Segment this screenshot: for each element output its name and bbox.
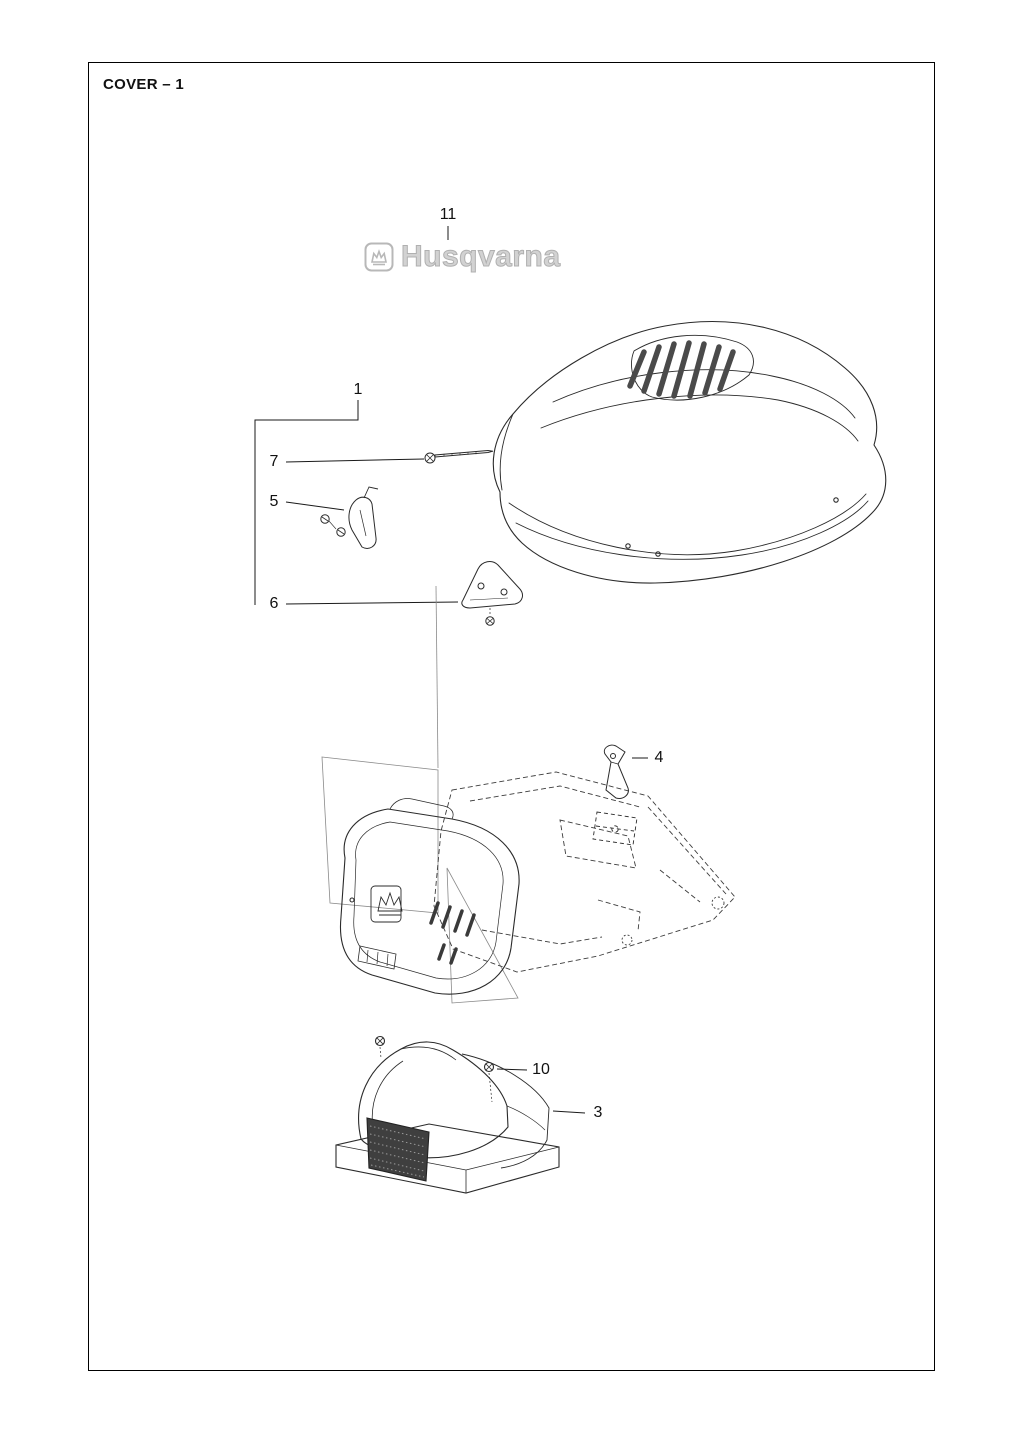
callout-6: 6 — [269, 595, 279, 612]
callout-10: 10 — [532, 1061, 550, 1078]
grille-texture — [369, 1125, 427, 1178]
husqvarna-logo: Husqvarna — [364, 240, 561, 274]
callout-4: 4 — [654, 749, 664, 766]
bottom-cover-part-3 — [335, 1035, 560, 1194]
top-grille-bars — [627, 340, 736, 399]
bracket-part-5 — [320, 486, 379, 549]
callout-3: 3 — [593, 1104, 603, 1121]
front-cover-vents — [429, 901, 476, 965]
logo-text: Husqvarna — [401, 240, 561, 274]
projection-lines — [321, 585, 519, 1004]
page-frame — [88, 62, 935, 1371]
grille-panel — [366, 1117, 430, 1182]
clip-part-4 — [592, 744, 638, 846]
callout-leader-lines — [254, 226, 648, 1114]
callout-11: 11 — [439, 206, 457, 223]
screw-top — [374, 1035, 386, 1059]
screw-part-10 — [483, 1061, 495, 1103]
bracket-part-6 — [461, 561, 523, 626]
callout-7: 7 — [269, 453, 279, 470]
top-cover-part-1 — [492, 321, 887, 584]
crown-emblem — [370, 885, 403, 923]
chassis-reference-outline — [433, 771, 736, 973]
screw-part-7 — [424, 449, 494, 464]
crown-icon — [364, 242, 394, 272]
callout-5: 5 — [269, 493, 279, 510]
front-cover-part — [339, 798, 520, 995]
page-title: COVER – 1 — [103, 76, 185, 93]
callout-1: 1 — [353, 381, 363, 398]
